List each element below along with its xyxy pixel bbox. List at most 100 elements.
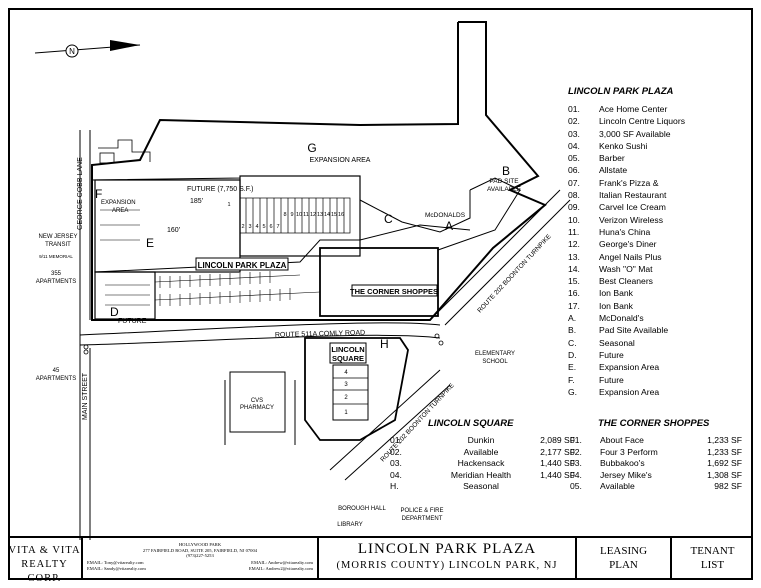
tenant-name: Best Cleaners — [599, 276, 653, 287]
tenant-name: Future — [599, 349, 624, 360]
tenant-row: 02.Lincoln Centre Liquors — [568, 115, 748, 127]
cvs-building — [224, 371, 296, 445]
tenant-key: 12. — [568, 239, 580, 250]
building-names: LINCOLN PARK PLAZA THE CORNER SHOPPES LI… — [195, 257, 438, 364]
legend-heading: LINCOLN SQUARE — [428, 418, 514, 429]
store-number: 2 — [241, 224, 244, 230]
tenant-name: Barber — [599, 153, 625, 164]
tenant-key: 15. — [568, 276, 580, 287]
tenant-name: Allstate — [599, 165, 628, 176]
tenant-key: H. — [390, 481, 399, 492]
tenant-size: 2,089 SF — [540, 435, 575, 445]
tenant-row: E.Expansion Area — [568, 361, 748, 373]
plaza-name-label: LINCOLN PARK PLAZA — [198, 261, 287, 270]
tenant-key: 16. — [568, 288, 580, 299]
store-number: 13 — [317, 212, 323, 218]
store-number: 16 — [338, 212, 344, 218]
place-label: LIBRARY — [337, 522, 363, 528]
square-unit-number: 2 — [344, 395, 348, 401]
tenant-key: 01. — [390, 435, 402, 445]
email-link[interactable]: EMAIL: Sandy@vitarealty.com — [87, 566, 146, 572]
tenant-row: 12.George's Diner — [568, 238, 748, 250]
tenant-key: 17. — [568, 300, 580, 311]
tenant-key: 07. — [568, 177, 580, 188]
tenant-row: 07.Frank's Pizza & — [568, 177, 748, 189]
tenant-size: 1,308 SF — [707, 469, 742, 480]
email-link[interactable]: EMAIL: Andrew@vitarealty.com — [251, 559, 313, 565]
area-b-letter: B — [502, 164, 510, 178]
store-number: 11 — [303, 212, 309, 218]
tenant-key: 14. — [568, 263, 580, 274]
tenant-row: 04. Meridian Health 1,440 SF — [390, 470, 590, 482]
tenant-name: Meridian Health — [450, 469, 512, 480]
tenant-key: 02. — [570, 446, 582, 457]
tenant-key: 03. — [568, 128, 580, 139]
square-unit-number: 1 — [344, 410, 348, 416]
legend-heading: LINCOLN PARK PLAZA — [568, 86, 674, 97]
area-a-letter: A — [445, 219, 453, 233]
place-label: 355 — [51, 271, 62, 277]
tenant-name: Seasonal — [463, 481, 499, 492]
tenant-name: Ion Bank — [599, 300, 633, 311]
tenant-row: 04. Jersey Mike's 1,308 SF — [570, 470, 750, 482]
label-line: TENANT — [690, 545, 735, 557]
map-frame — [8, 8, 753, 580]
store-number: 14 — [324, 212, 330, 218]
label-line: PLAN — [609, 559, 638, 571]
area-b-label: PAD SITE — [489, 178, 519, 185]
address-line: HOLLYWOOD PARK — [178, 542, 222, 547]
parking-lot — [100, 209, 321, 306]
tenant-row: 02. Four 3 Perform 1,233 SF — [570, 447, 750, 459]
tenant-name: Ion Bank — [599, 288, 633, 299]
tenant-name: McDonald's — [599, 313, 644, 324]
tenant-size: 1,233 SF — [707, 446, 742, 457]
store-number: 10 — [296, 212, 302, 218]
property-boundary — [91, 21, 547, 321]
tenant-name: Ace Home Center — [599, 104, 668, 114]
tenant-row: 08.Italian Restaurant — [568, 189, 748, 201]
tenant-size: 1,440 SF — [540, 469, 575, 480]
leasing-plan-label: LEASING PLAN — [577, 538, 672, 580]
tenant-size: 1,440 SF — [540, 458, 575, 469]
tenant-row: B.Pad Site Available — [568, 324, 748, 336]
place-label: TRANSIT — [45, 242, 71, 248]
tenant-row: 14. Wash "O" Mat — [568, 263, 748, 275]
square-unit-numbers: 4 3 2 1 — [344, 370, 348, 416]
plan-title-line: LINCOLN PARK PLAZA — [357, 541, 537, 557]
company-line: REALTY CORP. — [21, 559, 68, 584]
north-arrow-icon: N — [34, 40, 141, 58]
tenant-key: 05. — [568, 153, 580, 164]
place-label: ELEMENTARY — [475, 351, 515, 357]
label-line: LEASING — [599, 545, 648, 557]
area-f-label: AREA — [112, 208, 128, 214]
tenant-name: Lincoln Centre Liquors — [599, 116, 685, 127]
tenant-name: Expansion Area — [599, 386, 660, 397]
tenant-name: Jersey Mike's — [600, 469, 652, 480]
roads — [79, 130, 571, 540]
tenant-key: 04. — [568, 140, 580, 151]
dimension-label: 160' — [167, 227, 180, 234]
tenant-name: Bubbakoo's — [600, 458, 645, 469]
company-address: HOLLYWOOD PARK 277 FAIRFIELD ROAD, SUITE… — [83, 538, 319, 580]
tenant-size: 982 SF — [714, 481, 742, 492]
email-link[interactable]: EMAIL: Andrew2@vitarealty.com — [248, 566, 313, 572]
tenant-row: 05. Barber — [568, 152, 748, 164]
tenant-name: Available — [600, 481, 635, 492]
tenant-key: 04. — [570, 469, 582, 480]
tenant-name: Four 3 Perform — [600, 446, 658, 457]
tenant-key: 10. — [568, 214, 580, 225]
tenant-row: 15. Best Cleaners — [568, 275, 748, 287]
store-number: 6 — [269, 224, 272, 230]
tenant-key: 13. — [568, 251, 580, 262]
tenant-size: 2,177 SF — [540, 446, 575, 457]
place-label: POLICE & FIRE — [400, 508, 443, 514]
tenant-name: Wash "O" Mat — [599, 263, 653, 274]
email-link[interactable]: EMAIL: Tony@vitarealty.com — [87, 559, 144, 565]
tenant-row: 11.Huna's China — [568, 226, 748, 238]
area-a-label: McDONALDS — [425, 212, 466, 219]
